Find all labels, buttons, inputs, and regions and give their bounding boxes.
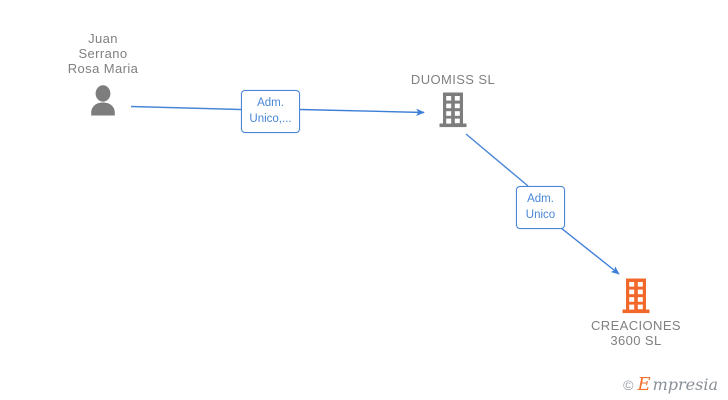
node-person-label: Juan Serrano Rosa Maria: [67, 31, 139, 76]
building-icon: [622, 278, 650, 314]
watermark-empresia: © E mpresia: [623, 376, 718, 394]
edge-label2-to-creaciones: [555, 223, 620, 275]
brand-name: mpresia: [652, 375, 718, 394]
node-duomiss-label: DUOMISS SL: [410, 72, 496, 87]
building-icon: [439, 92, 467, 128]
node-creaciones[interactable]: CREACIONES 3600 SL: [568, 278, 704, 348]
person-icon: [91, 85, 115, 116]
edge-label-adm-unico-1[interactable]: Adm. Unico,...: [241, 90, 300, 133]
node-creaciones-label: CREACIONES 3600 SL: [591, 318, 681, 348]
node-duomiss[interactable]: DUOMISS SL: [385, 72, 521, 128]
node-person[interactable]: Juan Serrano Rosa Maria: [35, 31, 171, 117]
copyright-icon: ©: [623, 377, 634, 393]
edge-label-adm-unico-2[interactable]: Adm. Unico: [516, 186, 565, 229]
edge-duomiss-to-label2: [465, 133, 529, 187]
brand-initial: E: [637, 374, 651, 395]
